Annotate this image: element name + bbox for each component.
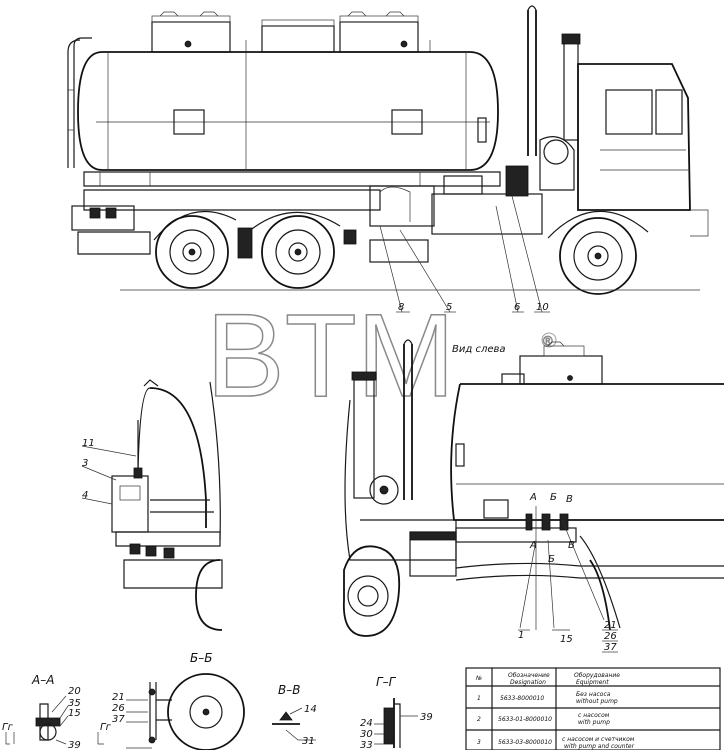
section-g-g: Г–Г 39 24 30 33 [360,675,433,750]
tank-body [77,51,499,171]
section-a-label-15: 15 [68,708,81,719]
table-header-equipment-en: Equipment [576,679,609,686]
table-cell-equipment: Без насоса [576,691,611,698]
section-mark-a-bottom: А [529,540,537,551]
callout-21: 21 [604,620,617,631]
callout-10: 10 [536,302,549,313]
section-b-label-21: 21 [112,692,125,703]
table-cell-designation: 5633-01-8000010 [498,716,552,723]
top-callouts: 8 5 6 10 [396,302,550,313]
watermark-registered-mark: ® [543,333,553,348]
section-v-v: В–В 14 31 [272,683,317,747]
section-g-label-33: 33 [360,740,373,750]
section-g-label-39: 39 [420,712,433,723]
truck-side-view [67,5,709,313]
table-row: 1 5633-8000010 Без насоса without pump [477,691,618,705]
section-mark-b-top: Б [550,492,557,503]
table-header-equipment: Оборудование [574,672,620,679]
table-cell-equipment: с насосом [578,712,610,719]
section-g-title: Г–Г [376,675,397,689]
section-b-label-26: 26 [112,703,125,714]
section-a-label-39: 39 [68,740,81,750]
section-b-label-37: 37 [112,714,125,725]
table-cell-equipment-en: without pump [576,698,618,705]
section-a-a: А–А 20 35 15 39 Гг Гг [2,673,112,750]
table-cell-equipment-en: with pump and counter [564,743,635,750]
view-caption: Вид слева [452,344,506,355]
table-cell-number: 2 [477,716,481,723]
left-callouts: 11 3 4 [82,438,95,501]
callout-37: 37 [604,642,617,653]
table-cell-number: 1 [477,695,481,702]
section-mark-v-top: В [566,494,573,505]
rear-view [81,379,223,631]
section-mark-a-top: А [529,492,537,503]
table-header-designation: Обозначение [508,672,550,679]
table-cell-number: 3 [477,739,481,746]
callout-11: 11 [82,438,95,449]
wheel-front [559,217,637,295]
callout-26: 26 [604,631,617,642]
section-b-b: Б–Б 21 26 37 [112,651,245,750]
table-row: 2 5633-01-8000010 с насосом with pump [477,712,610,726]
table-header-number: № [475,675,482,682]
section-mark-b-bottom: Б [548,554,555,565]
section-markers: А А Б Б В В [529,492,575,565]
section-a-title: А–А [31,673,54,687]
wheel-rear-2 [261,215,335,289]
section-v-title: В–В [278,683,300,697]
callout-3: 3 [82,458,88,469]
watermark-text: BTM [206,290,455,422]
section-g-label-30: 30 [360,729,373,740]
table-cell-equipment: с насосом и счетчиком [562,736,635,743]
table-cell-designation: 5633-03-8000010 [498,739,552,746]
section-v-label-31: 31 [302,736,315,747]
table-header-designation-en: Designation [510,679,546,686]
section-a-label-20: 20 [68,686,81,697]
callout-15: 15 [560,634,573,645]
truck-cab [577,63,691,211]
exhaust-pipe [527,10,537,156]
wheel-rear-1 [155,215,229,289]
callout-5: 5 [446,302,452,313]
callout-1: 1 [518,630,524,641]
section-b-title: Б–Б [190,651,212,665]
callout-8: 8 [398,302,404,313]
callout-6: 6 [514,302,520,313]
section-v-label-14: 14 [304,704,317,715]
cut-label-left: Гг [2,722,14,733]
cut-label-right: Гг [100,722,112,733]
section-a-label-35: 35 [68,698,81,709]
equipment-table: № Обозначение Designation Оборудование E… [465,667,721,750]
table-row: 3 5633-03-8000010 с насосом и счетчиком … [477,736,635,750]
table-cell-designation: 5633-8000010 [500,695,544,702]
right-callouts: 1 15 21 26 37 [518,620,618,653]
callout-4: 4 [82,490,88,501]
watermark: BTM ® [205,289,557,423]
table-cell-equipment-en: with pump [578,719,610,726]
left-front-wheel [343,545,401,637]
section-g-label-24: 24 [360,718,373,729]
left-side-view [343,339,724,637]
section-mark-v-bottom: В [568,540,575,551]
tank-hatches [151,11,431,53]
